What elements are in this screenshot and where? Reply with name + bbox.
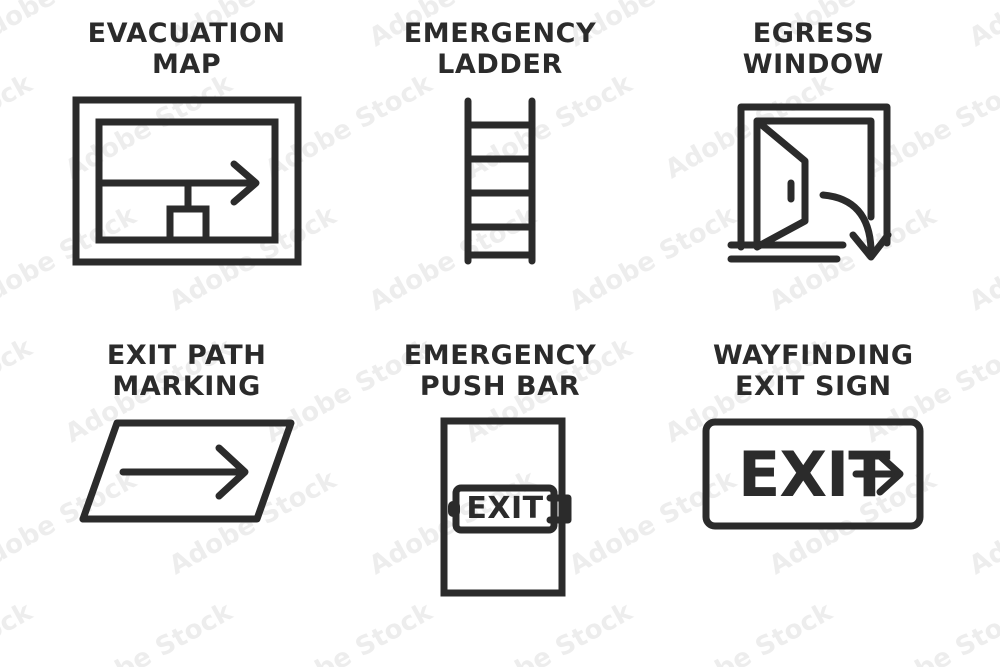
egress-window-icon: [727, 103, 892, 263]
wayfinding-exit-sign-icon: EXIT: [702, 418, 924, 530]
icon-card-emergency-ladder[interactable]: EMERGENCY LADDER: [343, 18, 656, 340]
emergency-push-bar-icon: EXIT: [440, 417, 572, 597]
icon-caption-wayfinding-exit-sign: WAYFINDING EXIT SIGN: [712, 339, 914, 402]
icon-card-wayfinding-exit-sign[interactable]: WAYFINDING EXIT SIGN EXIT: [657, 340, 970, 662]
icon-caption-emergency-push-bar: EMERGENCY PUSH BAR: [403, 339, 597, 402]
icon-caption-egress-window: EGRESS WINDOW: [742, 18, 884, 81]
push-bar-exit-label: EXIT: [466, 491, 543, 526]
icon-card-exit-path-marking[interactable]: EXIT PATH MARKING: [30, 340, 343, 662]
icon-caption-emergency-ladder: EMERGENCY LADDER: [403, 18, 597, 81]
icon-caption-evacuation-map: EVACUATION MAP: [87, 18, 286, 81]
evacuation-map-icon: [72, 96, 302, 266]
exit-path-marking-icon: [79, 419, 295, 523]
icon-card-emergency-push-bar[interactable]: EMERGENCY PUSH BAR EXIT: [343, 340, 656, 662]
emergency-ladder-icon: [464, 97, 536, 265]
icon-card-egress-window[interactable]: EGRESS WINDOW: [657, 18, 970, 340]
icon-caption-exit-path-marking: EXIT PATH MARKING: [106, 339, 267, 402]
icon-card-evacuation-map[interactable]: EVACUATION MAP: [30, 18, 343, 340]
